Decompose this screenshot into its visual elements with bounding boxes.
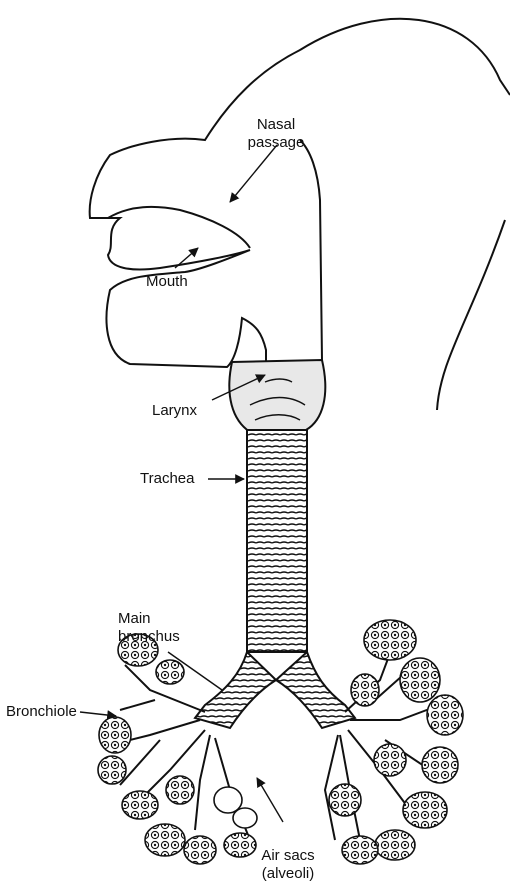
label-larynx: Larynx — [152, 402, 197, 420]
label-bronchiole: Bronchiole — [6, 703, 77, 721]
right-alveoli-clusters — [329, 620, 463, 864]
label-nasal-line2: passage — [244, 134, 308, 152]
label-nasal-passage: Nasal passage — [244, 116, 308, 152]
mouth-arrow — [175, 248, 198, 268]
nasal-passage-outline — [108, 207, 250, 248]
bronchiole-arrow — [80, 712, 116, 716]
nasal-passage-arrow — [230, 145, 277, 202]
head-outline — [90, 19, 510, 410]
label-nasal-line1: Nasal — [244, 116, 308, 134]
trachea-tube — [247, 430, 307, 652]
label-air-sacs-line1: Air sacs — [250, 847, 326, 865]
label-main-bronchus-line2: bronchus — [118, 628, 180, 646]
label-air-sacs-line2: (alveoli) — [250, 865, 326, 883]
label-mouth: Mouth — [146, 273, 188, 291]
air-sacs-highlight — [214, 787, 257, 828]
label-air-sacs: Air sacs (alveoli) — [250, 847, 326, 883]
label-trachea: Trachea — [140, 470, 194, 488]
label-main-bronchus: Main bronchus — [118, 610, 180, 646]
label-main-bronchus-line1: Main — [118, 610, 180, 628]
left-main-bronchus — [195, 652, 276, 728]
air-sacs-arrow — [257, 778, 283, 822]
left-alveoli-clusters — [98, 634, 256, 864]
right-main-bronchus — [276, 652, 355, 728]
larynx-shape — [229, 360, 325, 432]
